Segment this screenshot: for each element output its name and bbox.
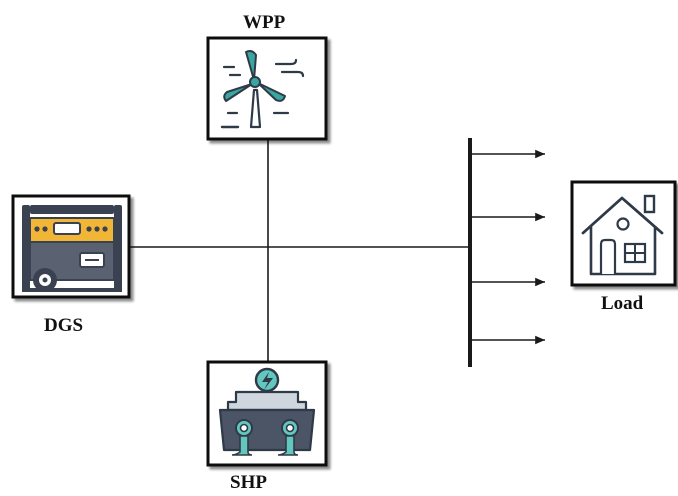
dgs-node: [11, 194, 131, 299]
shp-node: [206, 360, 328, 467]
wind-turbine-icon: [220, 50, 305, 129]
dgs-label: DGS: [44, 315, 84, 336]
wpp-label: WPP: [243, 12, 286, 33]
load-arrows: [470, 149, 545, 345]
house-icon: [581, 194, 664, 276]
load-node: [570, 180, 677, 287]
wpp-node: [206, 36, 328, 141]
load-frame: [570, 180, 677, 287]
shp-label: SHP: [230, 472, 267, 493]
hydro-power-icon: [218, 367, 316, 456]
connection-lines: [130, 140, 470, 362]
load-label: Load: [601, 293, 644, 314]
diesel-generator-icon: [22, 205, 122, 292]
